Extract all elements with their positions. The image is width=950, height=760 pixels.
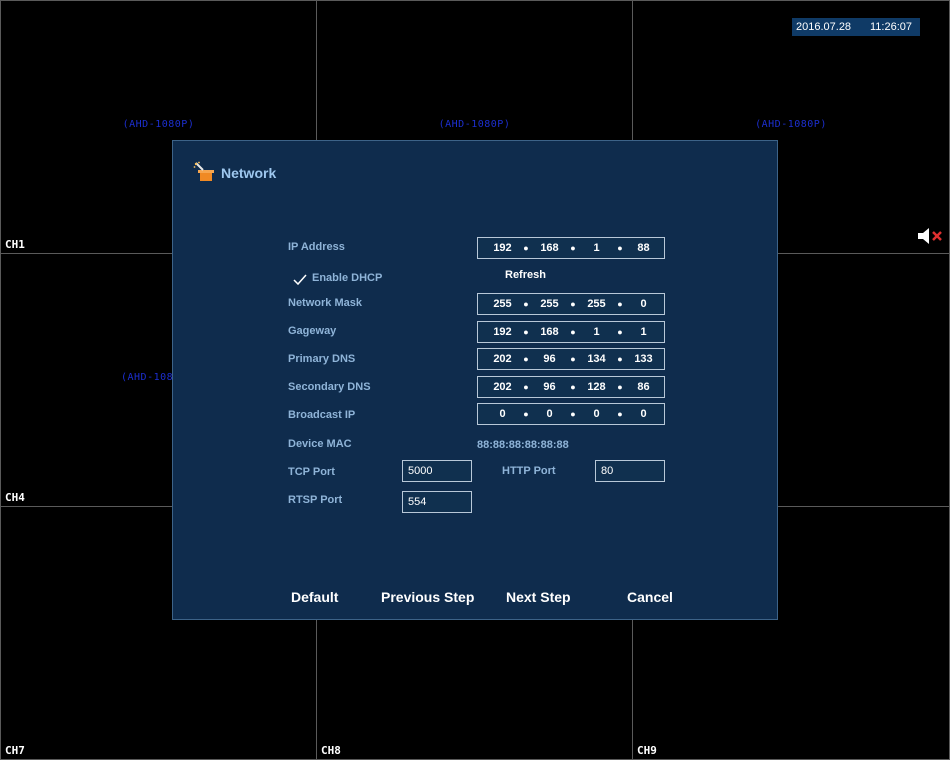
gateway-label: Gageway bbox=[288, 325, 337, 337]
camera-resolution-label: (AHD-1080P) bbox=[122, 119, 195, 130]
octet[interactable]: 255 bbox=[587, 298, 606, 310]
octet[interactable]: 168 bbox=[540, 242, 559, 254]
octet[interactable]: 255 bbox=[493, 298, 512, 310]
octet[interactable]: 96 bbox=[543, 353, 556, 365]
rtsp-port-label: RTSP Port bbox=[288, 494, 343, 506]
dialog-title: Network bbox=[221, 165, 277, 181]
mute-icon[interactable] bbox=[916, 226, 946, 246]
octet[interactable]: 128 bbox=[587, 381, 606, 393]
previous-step-button[interactable]: Previous Step bbox=[381, 589, 475, 605]
octet[interactable]: 1 bbox=[640, 326, 647, 338]
next-step-button[interactable]: Next Step bbox=[506, 589, 571, 605]
primary-dns-label: Primary DNS bbox=[288, 353, 356, 365]
channel-label: CH1 bbox=[5, 238, 25, 251]
octet[interactable]: 1 bbox=[593, 326, 600, 338]
clock-time: 11:26:07 bbox=[869, 21, 912, 33]
octet[interactable]: 88 bbox=[637, 242, 650, 254]
camera-resolution-label: (AHD-1080P) bbox=[438, 119, 511, 130]
network-dialog: Network IP Address 192● 168● 1● 88 Enabl… bbox=[172, 140, 778, 620]
clock-date: 2016.07.28 bbox=[796, 21, 852, 33]
refresh-button[interactable]: Refresh bbox=[505, 269, 546, 281]
camera-cell-ch1[interactable]: (AHD-1080P) CH1 bbox=[0, 0, 317, 254]
dhcp-label: Enable DHCP bbox=[312, 272, 383, 284]
rtsp-port-input[interactable]: 554 bbox=[402, 491, 472, 513]
octet[interactable]: 86 bbox=[637, 381, 650, 393]
default-button[interactable]: Default bbox=[291, 589, 339, 605]
system-clock: 2016.07.28 11:26:07 bbox=[792, 18, 920, 36]
tcp-port-label: TCP Port bbox=[288, 466, 335, 478]
ip-address-field[interactable]: 192● 168● 1● 88 bbox=[477, 237, 665, 259]
camera-resolution-label: (AHD-1080P) bbox=[755, 119, 827, 130]
primary-dns-field[interactable]: 202● 96● 134● 133 bbox=[477, 348, 665, 370]
octet[interactable]: 133 bbox=[634, 353, 653, 365]
channel-label: CH4 bbox=[5, 491, 25, 504]
octet[interactable]: 1 bbox=[593, 242, 600, 254]
octet[interactable]: 202 bbox=[493, 353, 512, 365]
gateway-field[interactable]: 192● 168● 1● 1 bbox=[477, 321, 665, 343]
dhcp-checkbox[interactable] bbox=[293, 274, 307, 286]
wizard-icon bbox=[193, 161, 214, 181]
channel-label: CH7 bbox=[5, 744, 25, 757]
camera-resolution-label: (AHD-108 bbox=[121, 372, 174, 383]
channel-label: CH8 bbox=[321, 744, 341, 757]
broadcast-ip-field[interactable]: 0● 0● 0● 0 bbox=[477, 403, 665, 425]
octet[interactable]: 0 bbox=[593, 408, 600, 420]
http-port-label: HTTP Port bbox=[502, 465, 556, 477]
cancel-button[interactable]: Cancel bbox=[627, 589, 673, 605]
http-port-input[interactable]: 80 bbox=[595, 460, 665, 482]
octet[interactable]: 96 bbox=[543, 381, 556, 393]
device-mac-value: 88:88:88:88:88:88 bbox=[477, 439, 569, 451]
ip-address-label: IP Address bbox=[288, 241, 345, 253]
octet[interactable]: 255 bbox=[540, 298, 559, 310]
network-mask-field[interactable]: 255● 255● 255● 0 bbox=[477, 293, 665, 315]
octet[interactable]: 0 bbox=[640, 408, 647, 420]
octet[interactable]: 192 bbox=[493, 242, 512, 254]
tcp-port-input[interactable]: 5000 bbox=[402, 460, 472, 482]
octet[interactable]: 192 bbox=[493, 326, 512, 338]
secondary-dns-field[interactable]: 202● 96● 128● 86 bbox=[477, 376, 665, 398]
octet[interactable]: 0 bbox=[640, 298, 647, 310]
secondary-dns-label: Secondary DNS bbox=[288, 381, 371, 393]
octet[interactable]: 0 bbox=[546, 408, 553, 420]
channel-label: CH9 bbox=[637, 744, 657, 757]
octet[interactable]: 0 bbox=[499, 408, 506, 420]
octet[interactable]: 168 bbox=[540, 326, 559, 338]
network-mask-label: Network Mask bbox=[288, 297, 362, 309]
octet[interactable]: 134 bbox=[587, 353, 606, 365]
octet[interactable]: 202 bbox=[493, 381, 512, 393]
device-mac-label: Device MAC bbox=[288, 438, 352, 450]
broadcast-ip-label: Broadcast IP bbox=[288, 409, 356, 421]
